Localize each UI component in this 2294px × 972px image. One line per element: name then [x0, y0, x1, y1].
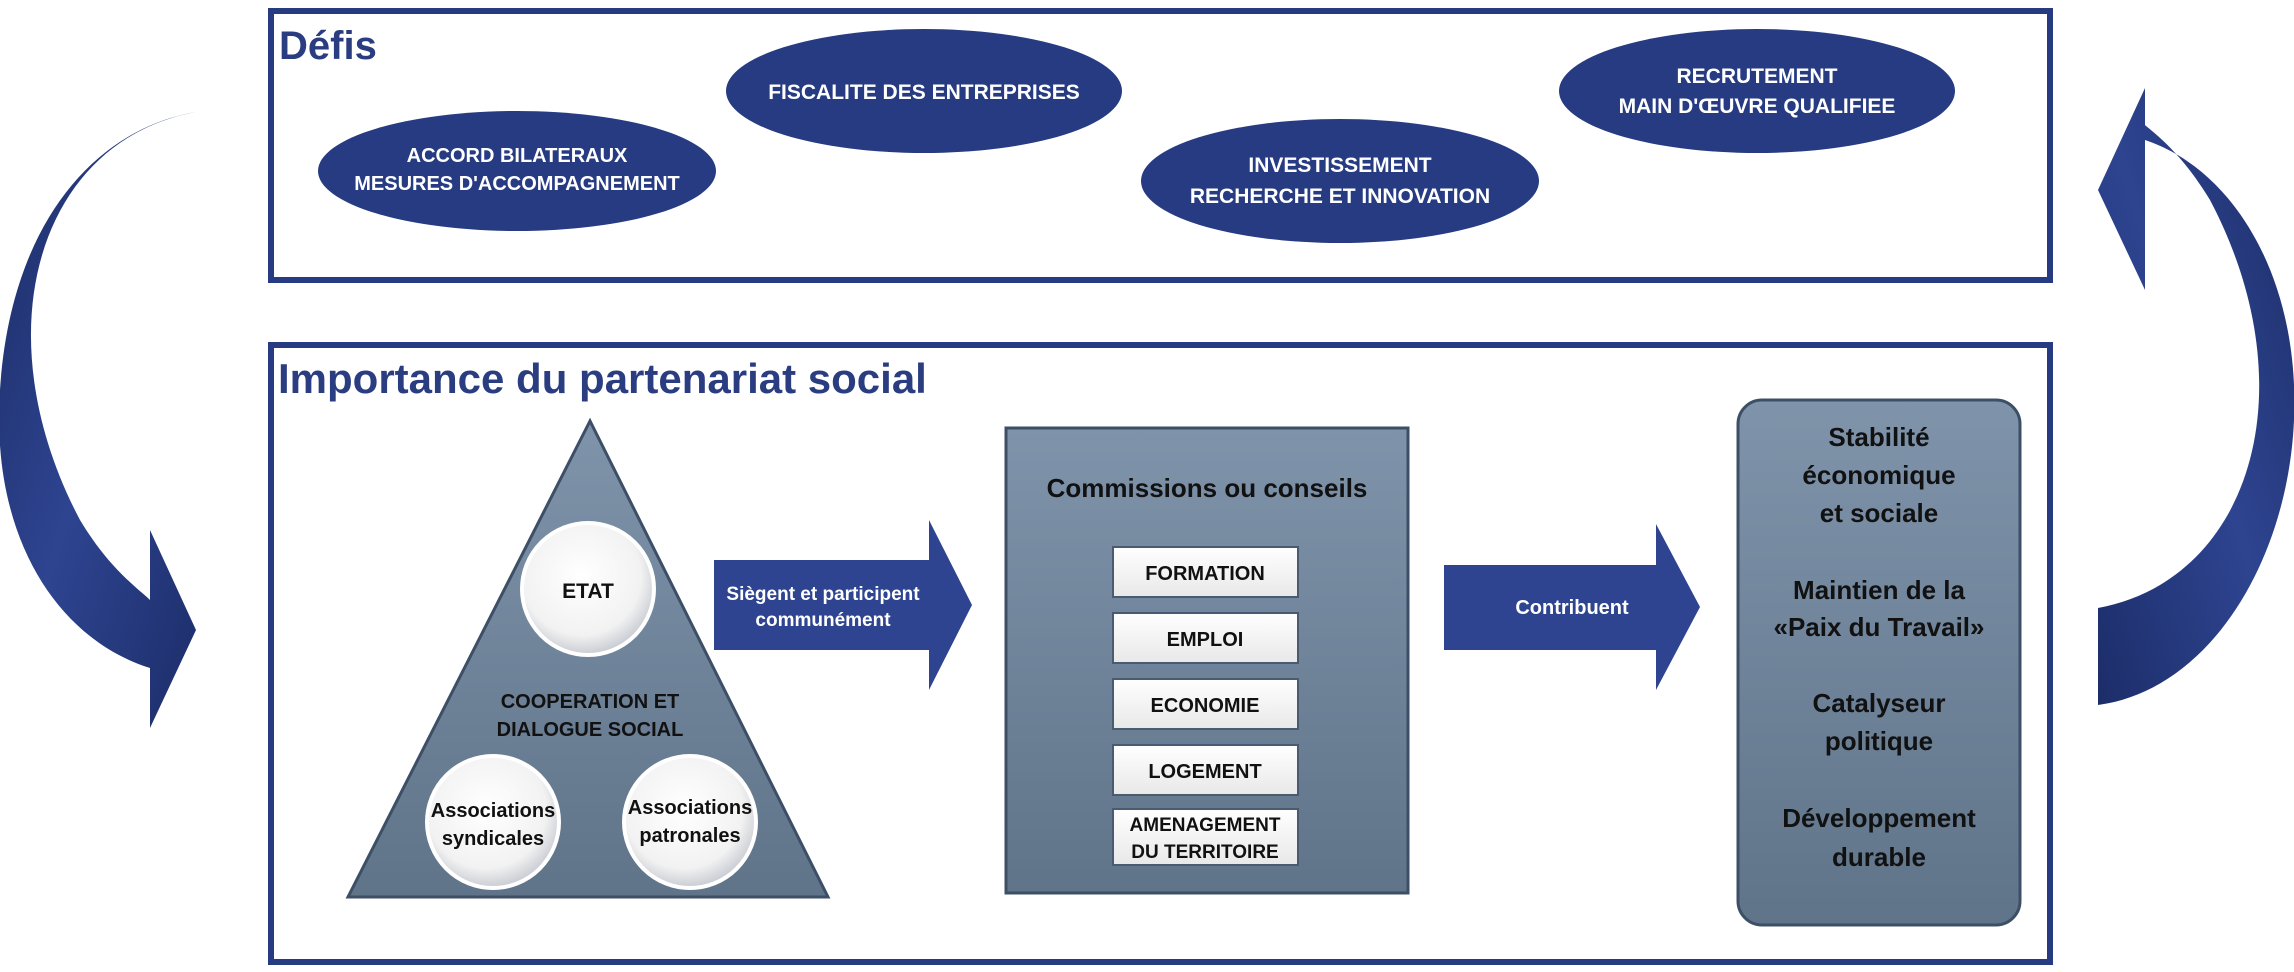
circle-patronales: Associations patronales: [622, 754, 758, 890]
ellipse-recrutement: RECRUTEMENT MAIN D'ŒUVRE QUALIFIEE: [1559, 29, 1955, 153]
ellipse-recrutement-line2: MAIN D'ŒUVRE QUALIFIEE: [1619, 95, 1896, 118]
ellipse-recrutement-line1: RECRUTEMENT: [1677, 65, 1838, 88]
outcome-line-9: durable: [1832, 842, 1926, 872]
outcome-line-2: économique: [1802, 460, 1955, 490]
commissions-box: Commissions ou conseils FORMATION EMPLOI…: [1004, 426, 1410, 895]
circle-syndicales: Associations syndicales: [425, 754, 561, 890]
commission-item-formation: FORMATION: [1112, 546, 1299, 598]
left-curved-arrow: [0, 112, 196, 728]
ellipse-accord-line2: MESURES D'ACCOMPAGNEMENT: [354, 173, 680, 195]
triangle-center-line2: DIALOGUE SOCIAL: [497, 719, 684, 741]
commission-item-amenagement-line2: DU TERRITOIRE: [1131, 842, 1278, 863]
ellipse-investissement: INVESTISSEMENT RECHERCHE ET INNOVATION: [1141, 119, 1539, 243]
triangle-center-line1: COOPERATION ET: [501, 691, 680, 713]
commission-item-amenagement-line1: AMENAGEMENT: [1130, 815, 1281, 836]
commission-item-economie-label: ECONOMIE: [1151, 695, 1260, 717]
commission-item-logement: LOGEMENT: [1112, 744, 1299, 796]
ellipse-investissement-line2: RECHERCHE ET INNOVATION: [1190, 185, 1490, 208]
defis-title: Défis: [279, 24, 377, 68]
arrow-contribuent: Contribuent: [1444, 524, 1700, 690]
commission-item-emploi-label: EMPLOI: [1167, 629, 1244, 651]
arrow-siegent-line1: Siègent et participent: [726, 584, 920, 605]
circle-etat-label: ETAT: [562, 580, 614, 603]
right-curved-arrow: [2098, 88, 2294, 705]
outcomes-box: Stabilité économique et sociale Maintien…: [1736, 398, 2022, 927]
ellipse-accord: ACCORD BILATERAUX MESURES D'ACCOMPAGNEME…: [318, 111, 716, 231]
arrow-siegent-line2: communément: [755, 610, 891, 631]
ellipse-accord-line1: ACCORD BILATERAUX: [407, 145, 628, 167]
outcome-line-7: politique: [1825, 726, 1933, 756]
commissions-title: Commissions ou conseils: [1047, 473, 1368, 503]
circle-syndicales-line2: syndicales: [442, 828, 544, 850]
ellipse-fiscalite: FISCALITE DES ENTREPRISES: [726, 29, 1122, 153]
outcome-line-3: et sociale: [1820, 498, 1939, 528]
commission-item-formation-label: FORMATION: [1145, 563, 1265, 585]
arrow-contribuent-label: Contribuent: [1515, 597, 1629, 619]
outcome-line-4: Maintien de la: [1793, 575, 1965, 605]
circle-patronales-line1: Associations: [628, 797, 752, 819]
outcome-line-6: Catalyseur: [1813, 688, 1946, 718]
circle-patronales-line2: patronales: [639, 825, 740, 847]
ellipse-fiscalite-line1: FISCALITE DES ENTREPRISES: [768, 81, 1080, 104]
circle-etat: ETAT: [520, 521, 656, 657]
commission-item-emploi: EMPLOI: [1112, 612, 1299, 664]
cooperation-triangle: COOPERATION ET DIALOGUE SOCIAL ETAT Asso…: [345, 417, 831, 899]
commission-item-logement-label: LOGEMENT: [1148, 761, 1261, 783]
partenariat-title: Importance du partenariat social: [278, 355, 927, 402]
commission-item-economie: ECONOMIE: [1112, 678, 1299, 730]
outcome-line-8: Développement: [1782, 803, 1976, 833]
arrow-siegent: Siègent et participent communément: [714, 520, 972, 690]
ellipse-investissement-line1: INVESTISSEMENT: [1248, 154, 1431, 177]
circle-syndicales-line1: Associations: [431, 800, 555, 822]
outcome-line-5: «Paix du Travail»: [1773, 612, 1984, 642]
commission-item-amenagement: AMENAGEMENT DU TERRITOIRE: [1112, 808, 1299, 866]
outcome-line-1: Stabilité: [1828, 422, 1929, 452]
